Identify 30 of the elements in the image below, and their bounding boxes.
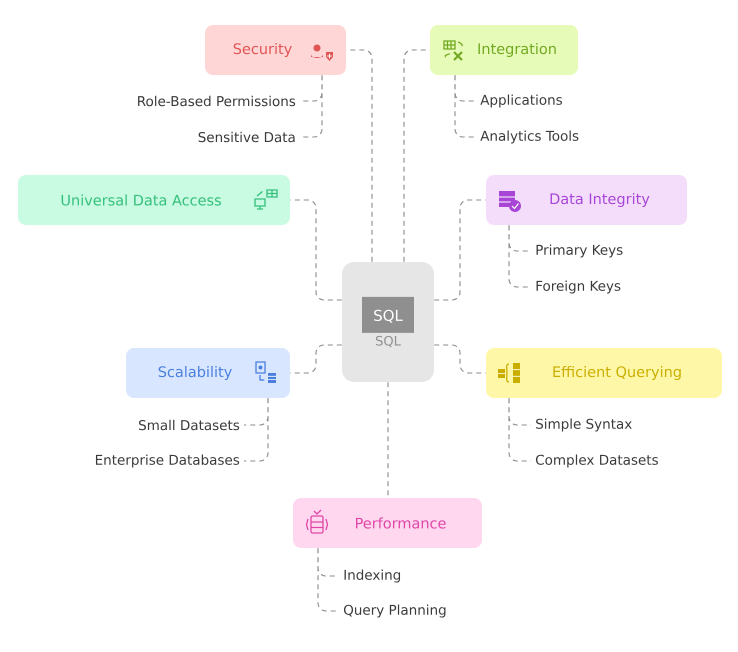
- topic-box: Efficient Querying: [486, 348, 722, 398]
- connector: [434, 344, 486, 374]
- connector: [434, 199, 486, 301]
- item-text: Complex Datasets: [536, 454, 658, 468]
- topic-box: Performance: [293, 498, 482, 548]
- item-text: Foreign Keys: [536, 280, 620, 294]
- item-text: Indexing: [344, 569, 400, 583]
- connector: [508, 398, 531, 462]
- connector: [387, 382, 389, 498]
- item-text: Applications: [480, 94, 562, 108]
- connector: [290, 199, 342, 301]
- topic-box: Scalability: [126, 348, 290, 398]
- item-text: Role-Based Permissions: [138, 96, 296, 106]
- connector: [403, 49, 430, 262]
- item-text: Simple Syntax: [536, 418, 632, 432]
- topic-box: Data Integrity: [486, 175, 687, 225]
- item-text: Sensitive Data: [198, 132, 295, 142]
- item-text: Query Planning: [344, 604, 446, 618]
- connector: [244, 398, 269, 462]
- item-text: Small Datasets: [139, 420, 240, 430]
- center-box: SQL SQL: [342, 262, 434, 382]
- connector: [454, 75, 476, 138]
- connector: [290, 344, 342, 374]
- topic-box: Security: [205, 25, 346, 75]
- item-text: Primary Keys: [536, 244, 623, 258]
- connector: [346, 49, 373, 262]
- topic-box: Universal Data Access: [18, 175, 290, 225]
- topic-box: Integration: [430, 25, 578, 75]
- item-text: Enterprise Databases: [96, 454, 240, 468]
- item-text: Analytics Tools: [480, 130, 578, 144]
